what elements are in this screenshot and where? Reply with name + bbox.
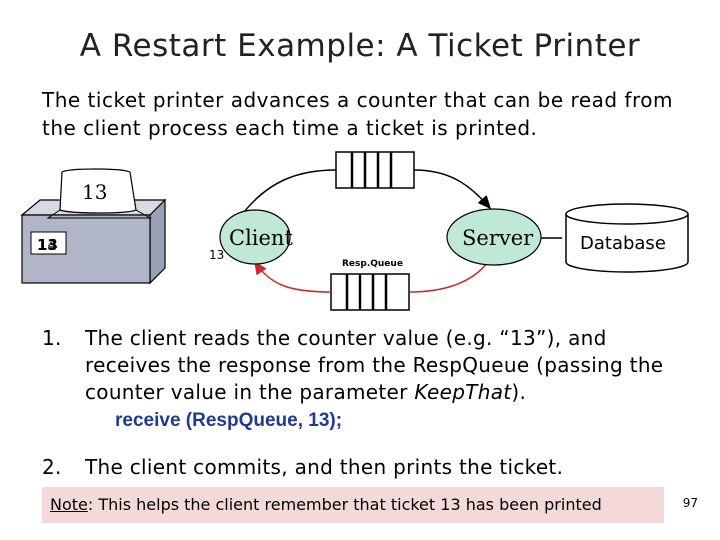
server-node <box>446 208 542 266</box>
counter-display <box>30 231 67 255</box>
note-box: Note: This helps the client remember tha… <box>42 487 664 523</box>
step-2-number: 2. <box>42 455 62 479</box>
ticket-number: 13 <box>82 180 107 204</box>
note-label: Note <box>50 495 88 514</box>
step-1-text: The client reads the counter value (e.g.… <box>85 326 664 404</box>
receive-code: receive (RespQueue, 13); <box>115 410 343 431</box>
page-number: 97 <box>682 496 698 510</box>
ticket-paper <box>46 168 152 219</box>
client-to-queue-arrow <box>243 169 337 213</box>
counter-display-back: 14 <box>37 236 58 254</box>
queue-label: Resp.Queue <box>342 259 403 269</box>
step-1: 1. The client reads the counter value (e… <box>42 325 682 406</box>
server-to-respqueue-arrow <box>408 261 489 293</box>
step-1-number: 1. <box>42 326 62 350</box>
step-2: 2. The client commits, and then prints t… <box>42 454 682 481</box>
note-text: : This helps the client remember that ti… <box>87 495 602 514</box>
response-queue <box>330 273 410 311</box>
counter-display-front: 13 <box>37 236 58 254</box>
step-2-text: The client commits, and then prints the … <box>85 455 564 479</box>
intro-text: The ticket printer advances a counter th… <box>42 88 673 140</box>
step-1-param: KeepThat <box>414 380 512 404</box>
client-node <box>219 209 291 265</box>
database-label: Database <box>580 233 666 254</box>
step-1-after: ). <box>511 380 527 404</box>
step-1-body: The client reads the counter value (e.g.… <box>85 325 682 406</box>
respqueue-to-client-arrow <box>254 260 332 293</box>
ticket-printer-diagram: 13 14 13 Client 13 Server Database Resp.… <box>20 151 689 311</box>
client-value: 13 <box>209 248 224 262</box>
slide-title: A Restart Example: A Ticket Printer <box>79 28 641 64</box>
request-queue <box>335 151 415 189</box>
client-label: Client <box>229 226 293 250</box>
database <box>565 203 689 273</box>
queue-to-server-arrow <box>413 169 491 210</box>
server-label: Server <box>462 226 534 250</box>
